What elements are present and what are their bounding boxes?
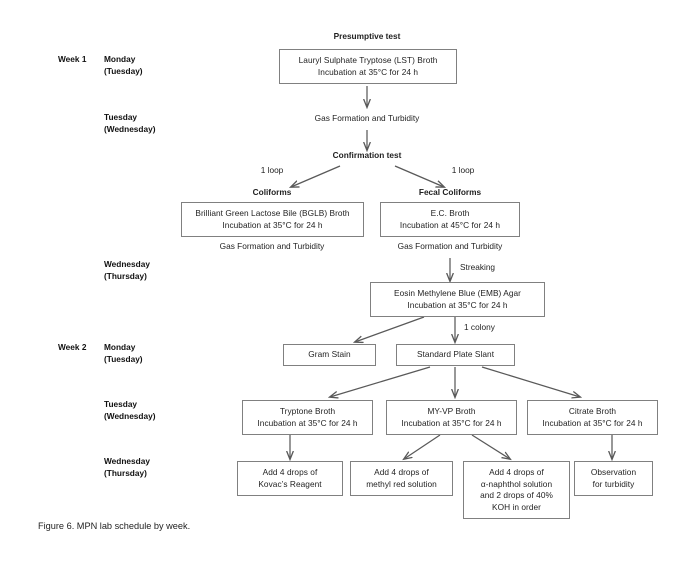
day-alternate: (Tuesday) xyxy=(104,354,143,364)
node-emb-agar[interactable]: Eosin Methylene Blue (EMB) Agar Incubati… xyxy=(370,282,545,317)
node-line: Citrate Broth xyxy=(568,406,617,416)
observation-gas-turbidity-3: Gas Formation and Turbidity xyxy=(397,241,503,251)
day-alternate: (Thursday) xyxy=(104,271,147,281)
node-line: for turbidity xyxy=(592,478,635,489)
arrow-slant-to-citrate xyxy=(481,366,580,397)
edge-label-loop-left: 1 loop xyxy=(260,165,284,175)
heading-presumptive-test: Presumptive test xyxy=(333,31,401,41)
node-line: Eosin Methylene Blue (EMB) Agar xyxy=(394,288,521,298)
node-line: Observation xyxy=(590,467,637,477)
arrow-confirmation-to-coliforms xyxy=(291,165,341,187)
arrow-emb-to-gram-stain xyxy=(355,316,425,342)
node-line: Standard Plate Slant xyxy=(416,349,495,360)
node-line: Tryptone Broth xyxy=(279,406,336,416)
day-label-w1-monday: Monday (Tuesday) xyxy=(104,53,143,77)
day-label-w1-wednesday: Wednesday (Thursday) xyxy=(104,258,150,282)
observation-gas-turbidity-2: Gas Formation and Turbidity xyxy=(219,241,325,251)
node-line: Lauryl Sulphate Tryptose (LST) Broth xyxy=(298,55,438,65)
observation-gas-turbidity-1: Gas Formation and Turbidity xyxy=(314,113,420,123)
day-alternate: (Tuesday) xyxy=(104,66,143,76)
node-ec-broth[interactable]: E.C. Broth Incubation at 45°C for 24 h xyxy=(380,202,520,237)
heading-coliforms: Coliforms xyxy=(252,187,292,197)
arrow-myvp-to-naphthol xyxy=(471,434,510,459)
day-label-w2-wednesday: Wednesday (Thursday) xyxy=(104,455,150,479)
node-gram-stain[interactable]: Gram Stain xyxy=(283,344,376,366)
day-primary: Tuesday xyxy=(104,112,138,122)
day-label-w1-tuesday: Tuesday (Wednesday) xyxy=(104,111,155,135)
day-alternate: (Wednesday) xyxy=(104,124,156,134)
day-alternate: (Wednesday) xyxy=(104,411,156,421)
node-line: α-naphthol solution xyxy=(480,478,553,489)
arrow-slant-to-tryptone xyxy=(330,366,431,397)
day-primary: Tuesday xyxy=(104,399,138,409)
node-myvp-broth[interactable]: MY-VP Broth Incubation at 35°C for 24 h xyxy=(386,400,517,435)
day-primary: Wednesday xyxy=(104,259,150,269)
heading-fecal-coliforms: Fecal Coliforms xyxy=(418,187,482,197)
edge-label-one-colony: 1 colony xyxy=(464,322,495,332)
arrow-myvp-to-methylred xyxy=(404,434,441,459)
figure-caption: Figure 6. MPN lab schedule by week. xyxy=(38,521,191,531)
day-label-w2-monday: Monday (Tuesday) xyxy=(104,341,143,365)
day-primary: Monday xyxy=(104,342,136,352)
day-primary: Monday xyxy=(104,54,136,64)
node-line: Gram Stain xyxy=(308,349,351,360)
day-primary: Wednesday xyxy=(104,456,150,466)
node-line: E.C. Broth xyxy=(430,208,470,218)
node-line: Add 4 drops of xyxy=(262,467,318,477)
week-label-week-2: Week 2 xyxy=(58,342,87,352)
node-line: Add 4 drops of xyxy=(489,467,544,477)
node-line: Incubation at 45°C for 24 h xyxy=(399,219,501,230)
node-line: Incubation at 35°C for 24 h xyxy=(257,417,358,428)
node-bglb-broth[interactable]: Brilliant Green Lactose Bile (BGLB) Brot… xyxy=(181,202,364,237)
node-tryptone-broth[interactable]: Tryptone Broth Incubation at 35°C for 24… xyxy=(242,400,373,435)
node-line: Incubation at 35°C for 24 h xyxy=(407,299,508,310)
node-lst-broth[interactable]: Lauryl Sulphate Tryptose (LST) Broth Inc… xyxy=(279,49,457,84)
edge-label-loop-right: 1 loop xyxy=(451,165,475,175)
heading-confirmation-test: Confirmation test xyxy=(332,150,402,160)
node-citrate-broth[interactable]: Citrate Broth Incubation at 35°C for 24 … xyxy=(527,400,658,435)
node-line: Kovac’s Reagent xyxy=(258,478,322,489)
node-line: and 2 drops of 40% xyxy=(480,490,553,500)
node-naphthol-koh[interactable]: Add 4 drops of α-naphthol solution and 2… xyxy=(463,461,570,519)
arrow-confirmation-to-fecal xyxy=(394,165,444,187)
node-line: Incubation at 35°C for 24 h xyxy=(317,66,419,77)
node-line: Incubation at 35°C for 24 h xyxy=(222,219,323,230)
node-standard-plate-slant[interactable]: Standard Plate Slant xyxy=(396,344,515,366)
node-line: Add 4 drops of xyxy=(374,467,429,477)
node-kovacs-reagent[interactable]: Add 4 drops of Kovac’s Reagent xyxy=(237,461,343,496)
edge-label-streaking: Streaking xyxy=(460,262,496,272)
day-label-w2-tuesday: Tuesday (Wednesday) xyxy=(104,398,155,422)
node-methyl-red[interactable]: Add 4 drops of methyl red solution xyxy=(350,461,453,496)
node-line: methyl red solution xyxy=(366,478,437,489)
node-turbidity-observation[interactable]: Observation for turbidity xyxy=(574,461,653,496)
node-line: Incubation at 35°C for 24 h xyxy=(542,417,643,428)
node-line: MY-VP Broth xyxy=(427,406,476,416)
node-line: Incubation at 35°C for 24 h xyxy=(401,417,502,428)
node-line: Brilliant Green Lactose Bile (BGLB) Brot… xyxy=(195,208,350,218)
node-line: KOH in order xyxy=(491,501,542,512)
day-alternate: (Thursday) xyxy=(104,468,147,478)
week-label-week-1: Week 1 xyxy=(58,54,87,64)
